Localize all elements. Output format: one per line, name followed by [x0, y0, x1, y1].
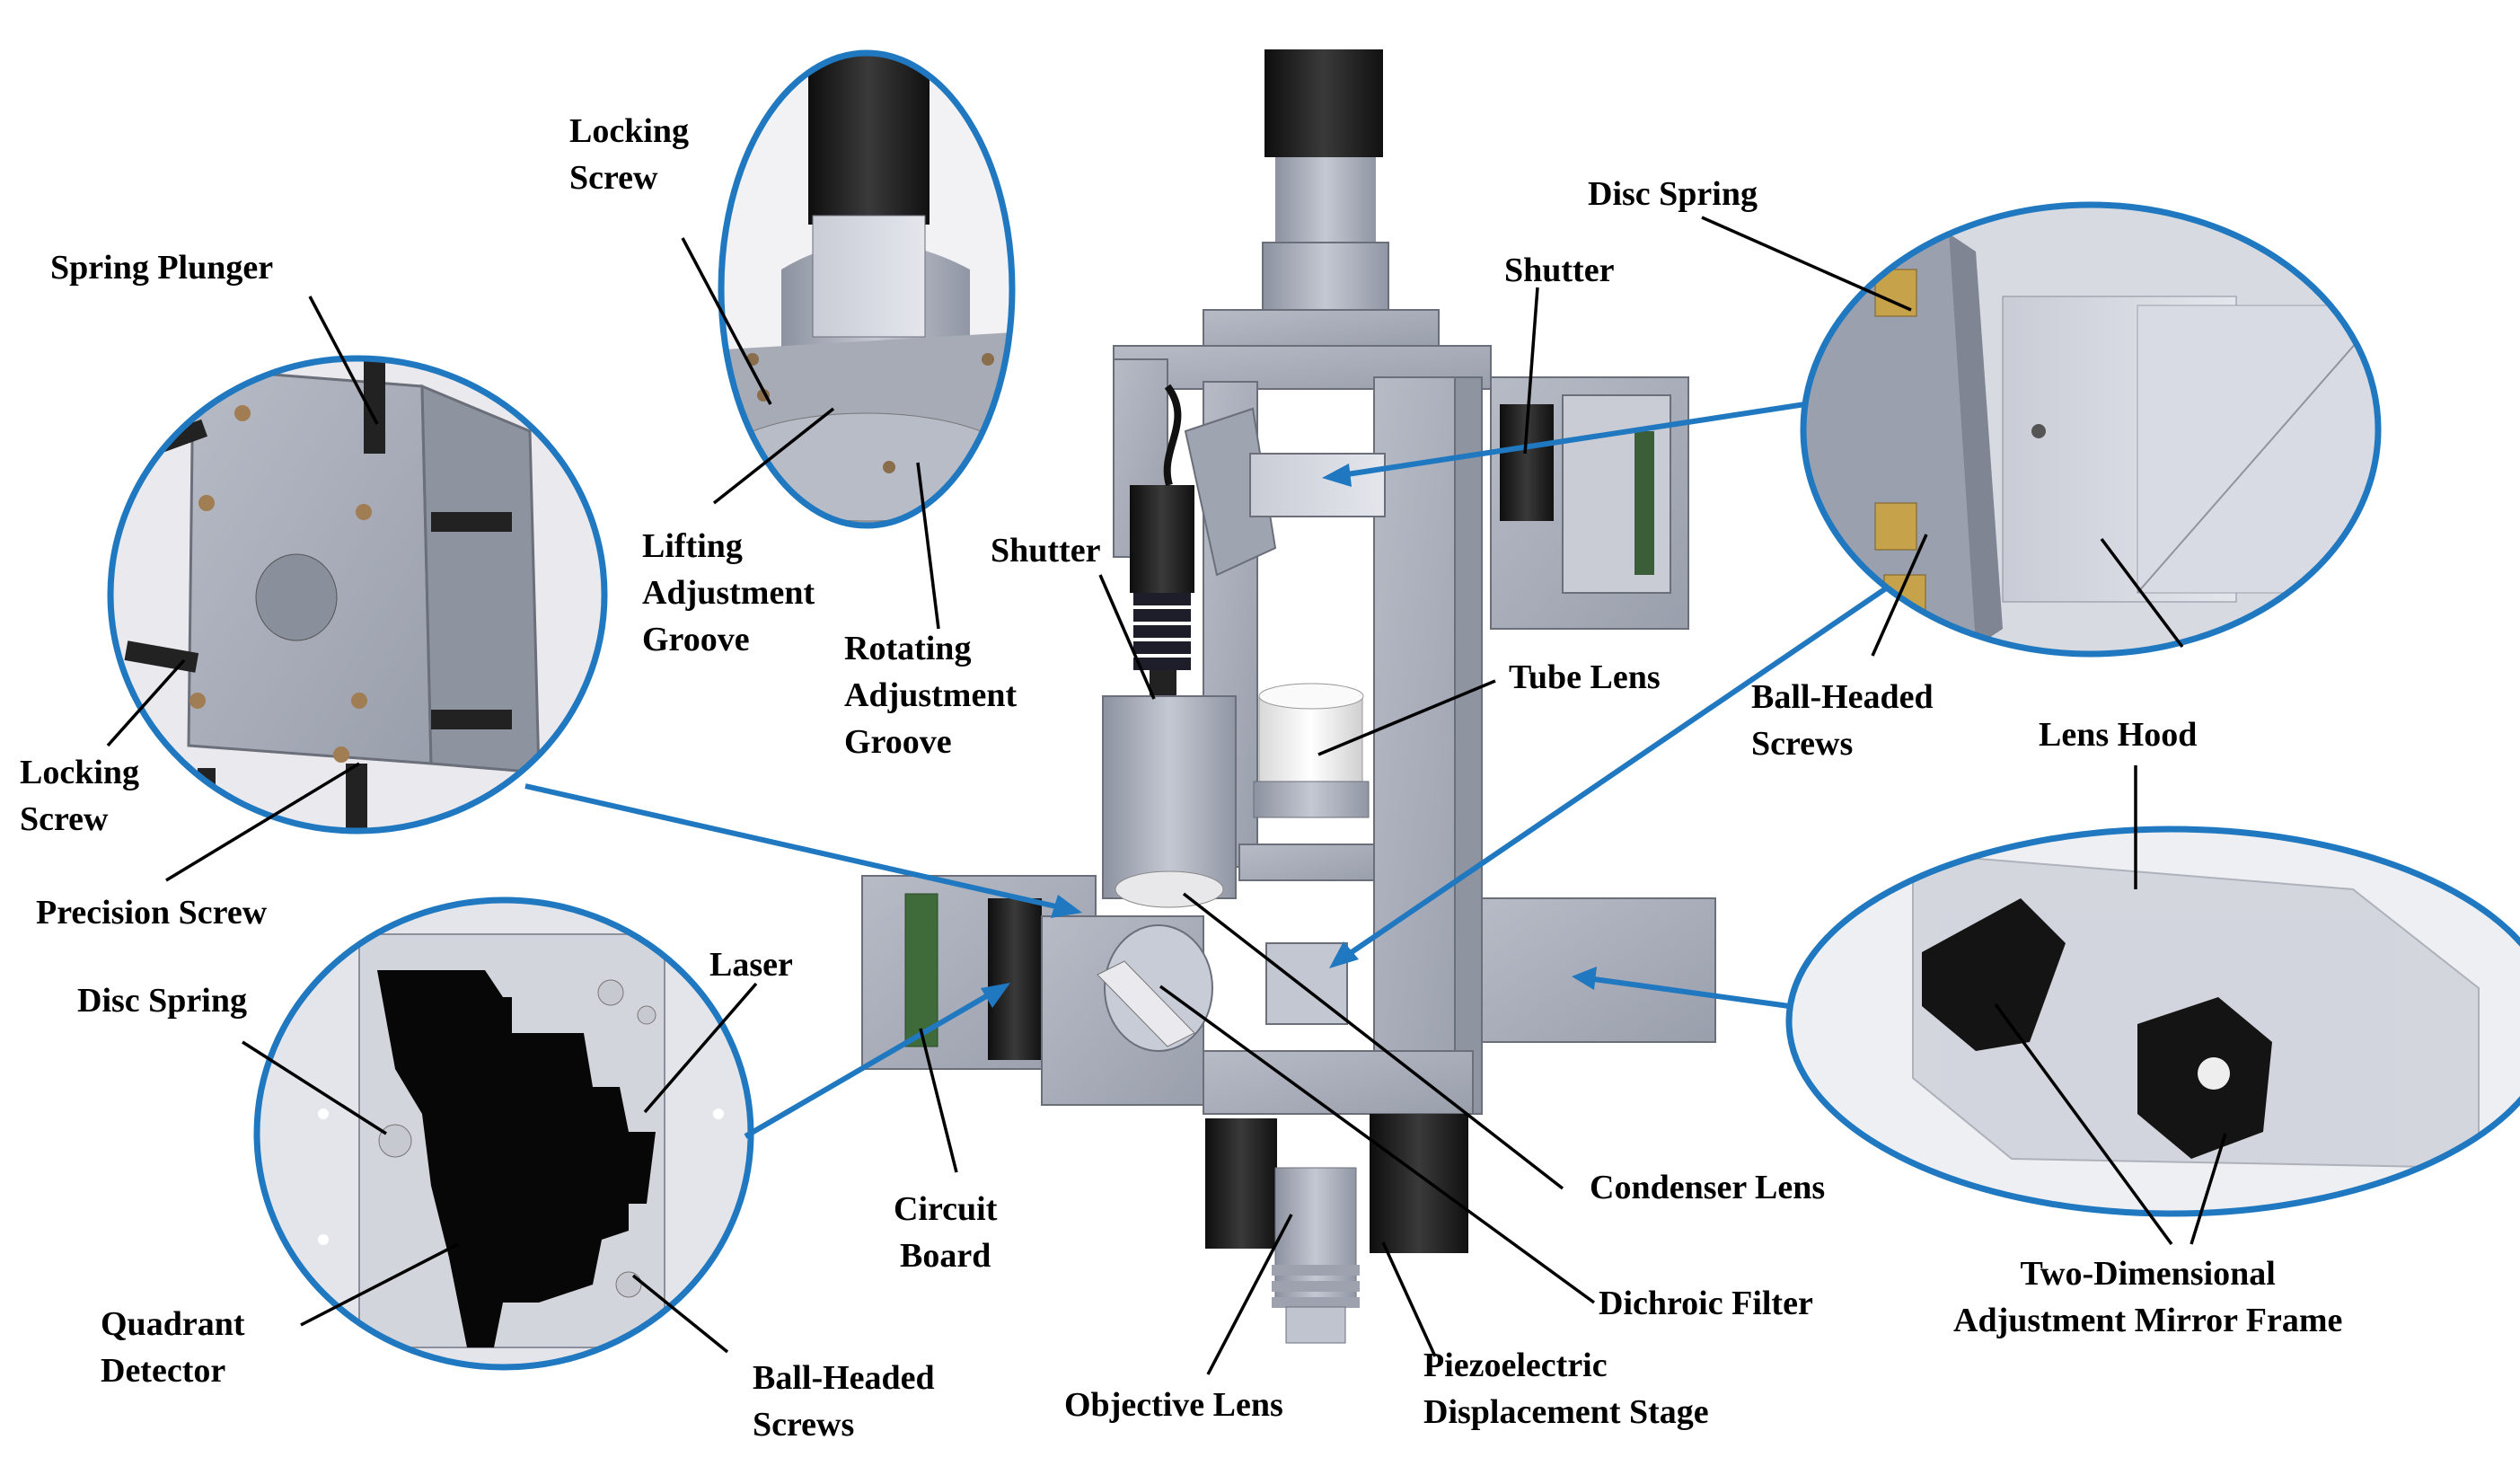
lower-crossbar: [1238, 843, 1375, 881]
arrowhead-left: [1051, 895, 1082, 918]
leader-circuit-board: [919, 1028, 958, 1173]
label-dichroic-filter: Dichroic Filter: [1599, 1285, 1813, 1322]
label-ball-headed-screws-bottom: Ball-Headed Screws: [753, 1359, 935, 1444]
label-quadrant-detector: Quadrant Detector: [101, 1305, 245, 1390]
arrowhead-disc: [1322, 464, 1352, 487]
leader-piezo-stage: [1381, 1241, 1437, 1357]
label-shutter-top: Shutter: [1504, 252, 1615, 289]
shutter-green-board: [1634, 431, 1654, 575]
callout-camera-mount: [718, 49, 1016, 529]
label-lens-hood: Lens Hood: [2039, 716, 2198, 754]
leader-shutter-middle: [1098, 574, 1156, 700]
label-mirror-frame: Two-Dimensional Adjustment Mirror Frame: [1953, 1255, 2343, 1339]
label-locking-screw-top: Locking Screw: [569, 112, 690, 197]
leader-precision-screw: [165, 762, 360, 882]
leader-ball-screws-bottom: [631, 1274, 729, 1354]
label-lifting-groove: Lifting Adjustment Groove: [642, 527, 815, 658]
dichroic-filter-plate: [1097, 960, 1195, 1047]
leader-condenser-lens: [1182, 892, 1564, 1190]
connector-arrows: [524, 402, 1888, 1139]
callout-mirror-frame: [1785, 826, 2520, 1217]
label-spring-plunger: Spring Plunger: [50, 249, 274, 287]
callout-disc-spring: [1800, 201, 2382, 658]
camera-base-plate: [1203, 309, 1440, 347]
leader-ball-screws-right: [1871, 534, 1928, 657]
condenser-housing: [1102, 695, 1237, 899]
objective-knurl: [1272, 1265, 1360, 1308]
label-locking-screw-left: Locking Screw: [20, 754, 140, 838]
arrowhead-mirror: [1572, 967, 1597, 990]
piezo-stage-right: [1370, 1114, 1468, 1253]
camera-mount: [1262, 242, 1389, 315]
leader-tube-lens: [1317, 679, 1496, 756]
leader-lines: [106, 216, 2227, 1375]
arrow-mirror-to-box: [1593, 976, 1790, 1009]
shutter-cylinder: [1130, 485, 1194, 593]
circuit-board-green: [904, 893, 938, 1047]
leader-quadrant-detector: [300, 1242, 459, 1327]
arrow-disc-to-shutter: [1346, 402, 1806, 477]
quadrant-detector-body: [377, 970, 656, 1347]
leader-locking-screw-top: [681, 237, 772, 405]
arrow-disc-to-mirror: [1350, 586, 1888, 955]
leader-locking-screw-left: [106, 658, 186, 747]
label-circuit-board: Circuit Board: [894, 1190, 998, 1275]
tilt-plate: [1184, 407, 1277, 577]
leader-mirror-frame-1: [1994, 1002, 2173, 1246]
label-ball-headed-screws-right: Ball-Headed Screws: [1751, 678, 1934, 763]
shutter-cable: [1163, 384, 1182, 487]
lower-body: [1203, 1050, 1474, 1115]
condenser-lens-element: [1115, 870, 1224, 908]
mirror-box: [1481, 897, 1716, 1043]
label-condenser-lens: Condenser Lens: [1590, 1169, 1826, 1206]
arrowhead-disc-mirror: [1329, 941, 1359, 968]
leader-lifting-groove: [712, 407, 835, 505]
leader-dichroic-filter: [1159, 985, 1596, 1304]
arrowhead-detector: [981, 983, 1010, 1008]
laser-black-block: [988, 898, 1042, 1060]
callout-adjustment-plate: [107, 355, 608, 835]
shutter-rings: [1133, 593, 1191, 670]
leader-disc-spring-top: [1701, 216, 1912, 312]
label-piezo-stage: Piezoelectric Displacement Stage: [1423, 1347, 1709, 1431]
leader-mirror-frame-2: [2190, 1133, 2227, 1245]
leader-spring-plunger: [308, 296, 379, 425]
objective-tip: [1285, 1306, 1346, 1344]
right-pillar-face: [1454, 376, 1483, 1115]
label-disc-spring-top: Disc Spring: [1588, 175, 1758, 213]
leader-disc-spring-left: [242, 1040, 387, 1135]
tube-lens-top: [1258, 683, 1364, 710]
label-shutter-middle: Shutter: [991, 532, 1101, 570]
leader-lens-hood-circle: [2100, 537, 2184, 649]
leader-rotating-groove: [916, 462, 940, 630]
leader-shutter-top: [1523, 287, 1539, 455]
arrow-detector-to-assembly: [744, 993, 990, 1139]
piezo-stage-left: [1205, 1118, 1277, 1249]
label-precision-screw: Precision Screw: [36, 894, 268, 932]
label-rotating-groove: Rotating Adjustment Groove: [844, 630, 1018, 761]
camera-body: [1264, 49, 1383, 157]
leader-objective-lens: [1206, 1214, 1293, 1375]
callout-detector: [253, 896, 754, 1371]
dichroic-disc: [1104, 924, 1213, 1052]
label-disc-spring-left: Disc Spring: [77, 982, 247, 1020]
shutter-tube: [1249, 453, 1386, 517]
label-laser: Laser: [709, 946, 793, 984]
label-objective-lens: Objective Lens: [1064, 1386, 1283, 1424]
camera-tube: [1275, 157, 1376, 247]
label-tube-lens: Tube Lens: [1509, 658, 1661, 696]
leader-laser: [643, 982, 758, 1114]
arrow-left-to-assembly: [524, 783, 1061, 910]
tube-lens-base: [1253, 781, 1370, 818]
central-assembly: [861, 49, 1716, 1344]
